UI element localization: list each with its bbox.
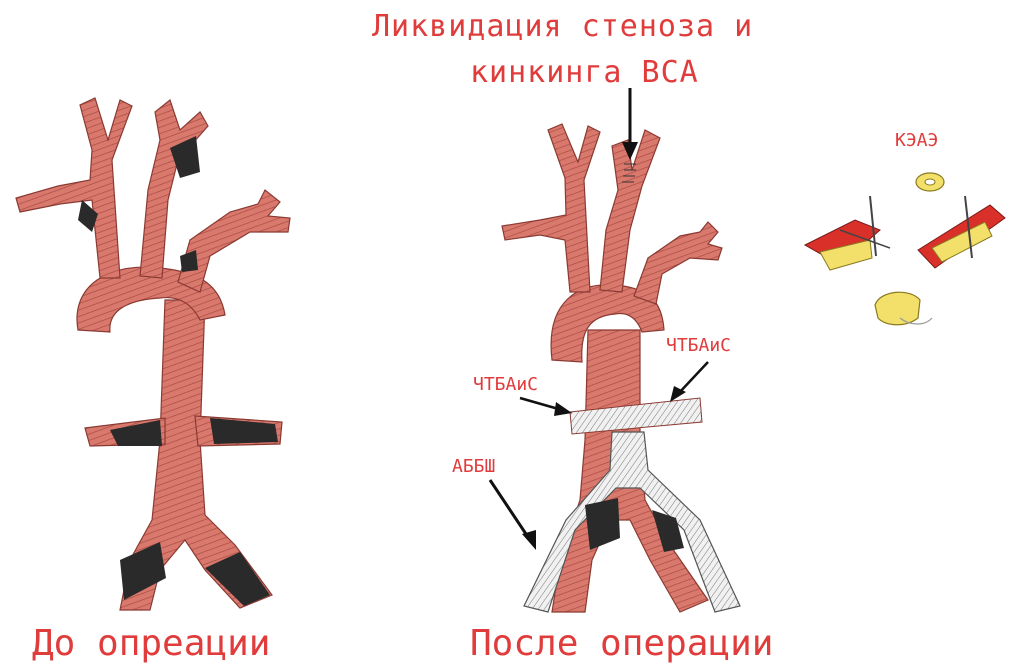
- caption-after: После операции: [470, 626, 773, 662]
- keae-illustration-4: [875, 292, 932, 325]
- aorta-before: [16, 98, 290, 610]
- keae-illustration-2: [918, 196, 1005, 268]
- title-line-2: кинкинга ВСА: [470, 58, 699, 88]
- label-ktbas-left: ЧТБАиС: [473, 376, 538, 394]
- label-ktbas-right: ЧТБАиС: [666, 337, 731, 355]
- keae-illustration-1: [805, 196, 890, 270]
- caption-before: До опреации: [32, 626, 270, 662]
- title-line-1: Ликвидация стеноза и: [372, 12, 753, 42]
- label-keae: КЭАЭ: [895, 132, 938, 150]
- label-abbsh: АББШ: [452, 458, 495, 476]
- keae-illustrations: [805, 173, 1005, 325]
- keae-illustration-3: [916, 173, 944, 191]
